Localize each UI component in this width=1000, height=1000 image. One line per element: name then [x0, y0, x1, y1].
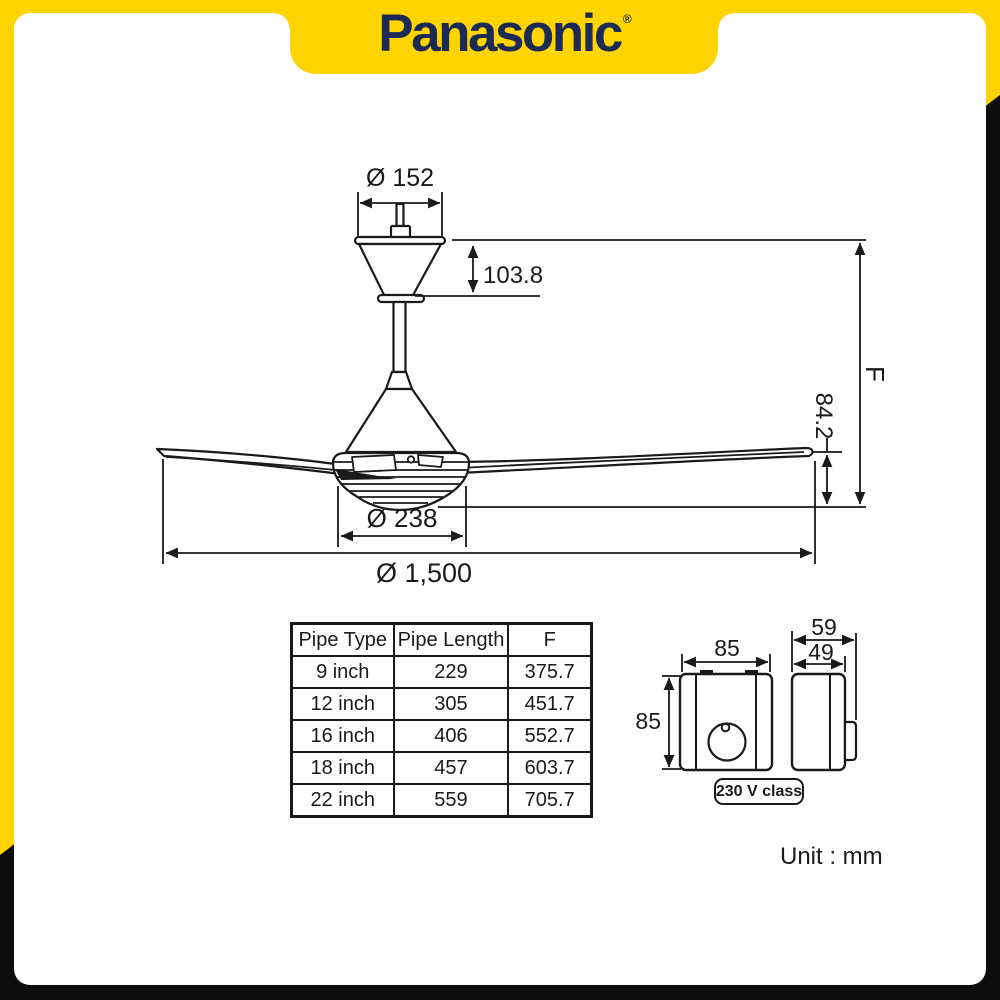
cell-pipe-type: 18 inch: [290, 751, 395, 785]
fan-downrod-coupling: [384, 370, 414, 391]
cell-pipe-length: 406: [392, 719, 510, 753]
cell-pipe-type: 22 inch: [290, 783, 395, 818]
cell-pipe-type: 9 inch: [290, 655, 395, 689]
voltage-class-label: 230 V class: [715, 782, 803, 800]
cell-f-value: 603.7: [507, 751, 593, 785]
fan-downrod: [392, 300, 407, 374]
cell-pipe-type: 12 inch: [290, 687, 395, 721]
banner-fillet-right: [718, 13, 733, 28]
brand-banner: Panasonic®: [275, 0, 733, 74]
pipe-table-header-f: F: [507, 622, 593, 657]
dim-canopy-drop: 103.8: [483, 262, 543, 289]
pipe-table: Pipe Type Pipe Length F 9 inch 229 375.7…: [290, 622, 593, 818]
fan-housing-screw: [406, 455, 416, 464]
regulator-outline: [678, 670, 858, 772]
dim-motor-diameter: Ø 238: [367, 503, 438, 533]
cell-pipe-type: 16 inch: [290, 719, 395, 753]
voltage-class-badge: 230 V class: [714, 778, 804, 805]
pipe-table-header-length: Pipe Length: [392, 622, 510, 657]
cell-pipe-length: 559: [392, 783, 510, 818]
fan-dimension-lines: [162, 192, 866, 564]
dim-total-drop-f: F: [860, 366, 890, 382]
dim-canopy-diameter: Ø 152: [366, 164, 434, 192]
regulator-dimension-labels: 85 85 59 49: [635, 614, 836, 734]
cell-pipe-length: 457: [392, 751, 510, 785]
cell-f-value: 705.7: [507, 783, 593, 818]
regulator-knob-marker: [720, 722, 731, 733]
fan-blade-root-wedge: [335, 469, 397, 480]
pipe-table-header-row: Pipe Type Pipe Length F: [290, 622, 593, 657]
regulator-front-box: [678, 672, 774, 772]
dim-regulator-depth-inner: 49: [808, 639, 834, 665]
registered-trademark-symbol: ®: [622, 11, 632, 26]
table-row: 9 inch 229 375.7: [290, 655, 593, 689]
fan-housing-vent-left: [351, 454, 397, 473]
dim-blade-to-bottom: 84.2: [810, 393, 837, 440]
fan-housing-vent-right: [417, 454, 444, 468]
dim-regulator-front-width: 85: [714, 635, 740, 661]
pipe-table-header-type: Pipe Type: [290, 622, 395, 657]
fan-canopy-body: [357, 242, 443, 299]
ceiling-fan-outline: [155, 202, 814, 512]
panasonic-wordmark: Panasonic®: [378, 3, 632, 68]
panasonic-wordmark-text: Panasonic: [378, 3, 623, 63]
table-row: 18 inch 457 603.7: [290, 751, 593, 785]
fan-motor-cone: [344, 387, 458, 454]
regulator-side-knob-shaft: [843, 720, 858, 762]
fan-blade-right-edge: [458, 451, 805, 469]
table-row: 22 inch 559 705.7: [290, 783, 593, 818]
cell-pipe-length: 305: [392, 687, 510, 721]
table-row: 12 inch 305 451.7: [290, 687, 593, 721]
cell-f-value: 375.7: [507, 655, 593, 689]
cell-f-value: 552.7: [507, 719, 593, 753]
regulator-front-tab-right: [745, 670, 758, 674]
cell-pipe-length: 229: [392, 655, 510, 689]
dim-regulator-depth-outer: 59: [811, 614, 837, 640]
cell-f-value: 451.7: [507, 687, 593, 721]
fan-mounting-rod: [395, 202, 405, 228]
regulator-front-tab-left: [700, 670, 713, 674]
unit-label: Unit : mm: [780, 843, 883, 870]
regulator-side-box: [790, 672, 847, 772]
banner-fillet-left: [275, 13, 290, 28]
table-row: 16 inch 406 552.7: [290, 719, 593, 753]
regulator-dimension-lines: [662, 631, 857, 770]
fan-dimension-labels: Ø 152 103.8 Ø 238 Ø 1,500 84.2 F: [366, 164, 890, 588]
dim-sweep-diameter: Ø 1,500: [376, 558, 472, 588]
dim-regulator-front-height: 85: [635, 708, 661, 734]
